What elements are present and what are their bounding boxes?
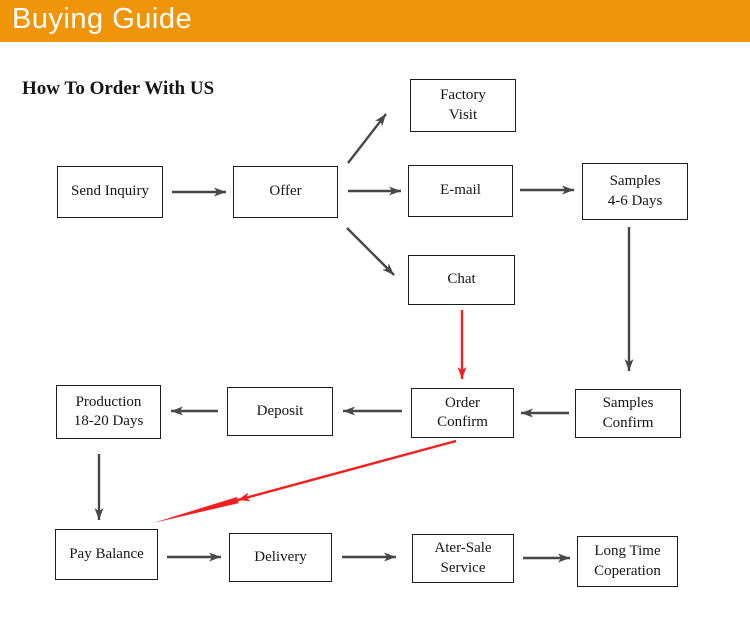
flow-arrow-taper-order-confirm-to-pay-balance	[153, 496, 239, 523]
flow-node-label: Order	[445, 394, 480, 411]
flow-node-label: Visit	[448, 106, 478, 123]
page-title: Buying Guide	[12, 3, 193, 35]
section-heading: How To Order With US	[22, 78, 215, 99]
flow-node-label: Offer	[269, 183, 302, 200]
flow-node-label: Chat	[447, 271, 476, 288]
flow-node-label: Samples	[602, 395, 654, 411]
flow-node-label: Service	[440, 559, 486, 576]
flow-node-label: Send Inquiry	[71, 183, 149, 200]
flow-node-label: E-mail	[440, 182, 481, 199]
flow-node-send-inquiry: Send Inquiry	[57, 166, 163, 218]
header-banner: Buying Guide	[0, 0, 750, 42]
flow-arrow-offer-to-factory-visit	[347, 113, 387, 164]
flow-node-email: E-mail	[408, 165, 513, 217]
flow-node-label: Ater-Sale	[434, 540, 492, 556]
flow-node-deposit: Deposit	[227, 387, 333, 436]
flow-node-label: Samples	[609, 173, 661, 189]
flow-node-label: 4-6 Days	[607, 192, 663, 209]
flow-node-pay-balance: Pay Balance	[55, 529, 158, 580]
flow-node-label: Pay Balance	[69, 545, 144, 562]
flow-node-label: Deposit	[256, 402, 304, 419]
flow-arrow-order-confirm-to-pay-balance	[237, 439, 457, 502]
flow-node-label: Confirm	[602, 414, 654, 431]
flow-node-label: Coperation	[594, 562, 661, 579]
flow-node-production: Production 18-20 Days	[56, 385, 161, 439]
flow-node-label: 18-20 Days	[73, 413, 144, 429]
flow-node-label: Production	[75, 393, 142, 410]
flow-node-offer: Offer	[233, 166, 338, 218]
flow-node-label: Confirm	[437, 414, 488, 430]
flow-node-samples-days: Samples 4-6 Days	[582, 163, 688, 220]
flow-node-delivery: Delivery	[229, 533, 332, 582]
flow-arrow-offer-to-chat	[346, 227, 395, 276]
flow-node-label: Delivery	[254, 548, 307, 565]
flow-node-label: Factory	[440, 87, 486, 103]
flow-node-label: Long Time	[594, 543, 661, 559]
flow-node-chat: Chat	[408, 255, 515, 305]
